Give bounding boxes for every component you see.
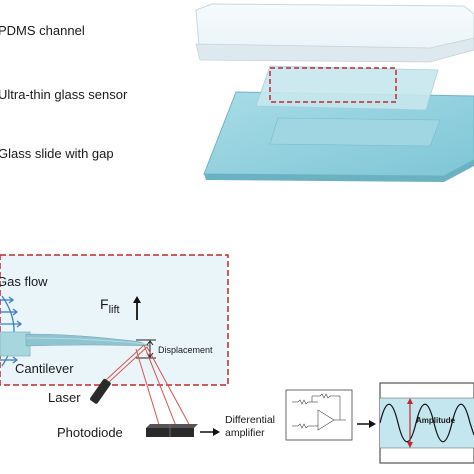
glass-slide bbox=[203, 91, 474, 182]
laser-beams bbox=[105, 344, 191, 429]
amp-line-2: amplifier bbox=[225, 427, 265, 439]
arrow-to-scope bbox=[357, 420, 376, 428]
label-photodiode: Photodiode bbox=[57, 425, 123, 440]
label-amplitude: Amplitude bbox=[416, 416, 456, 425]
force-subscript: lift bbox=[108, 303, 120, 316]
force-symbol: F bbox=[100, 296, 109, 312]
label-glass-slide: Glass slide with gap bbox=[0, 146, 114, 161]
label-differential-amplifier: Differential amplifier bbox=[225, 414, 275, 440]
label-glass-sensor: Ultra-thin glass sensor bbox=[0, 87, 128, 102]
pdms-channel-block bbox=[195, 3, 474, 63]
amplitude-display bbox=[379, 382, 474, 464]
glass-sensor bbox=[255, 65, 439, 111]
cantilever bbox=[25, 333, 151, 347]
label-displacement: Displacement bbox=[158, 345, 213, 355]
label-cantilever: Cantilever bbox=[15, 361, 74, 376]
photodiode bbox=[146, 424, 198, 437]
amp-line-1: Differential bbox=[225, 414, 275, 426]
label-laser: Laser bbox=[48, 390, 81, 405]
label-gas-flow: Gas flow bbox=[0, 274, 48, 289]
arrow-to-amplifier bbox=[200, 428, 220, 436]
label-force-lift: Flift bbox=[100, 296, 120, 316]
label-pdms-channel: PDMS channel bbox=[0, 23, 85, 38]
laser-device bbox=[90, 378, 111, 404]
amplifier-circuit bbox=[285, 389, 353, 441]
lift-force-arrow bbox=[133, 296, 141, 320]
glass-base-block bbox=[0, 331, 31, 357]
cantilever-panel bbox=[0, 254, 229, 386]
amplitude-waveform bbox=[379, 403, 474, 443]
